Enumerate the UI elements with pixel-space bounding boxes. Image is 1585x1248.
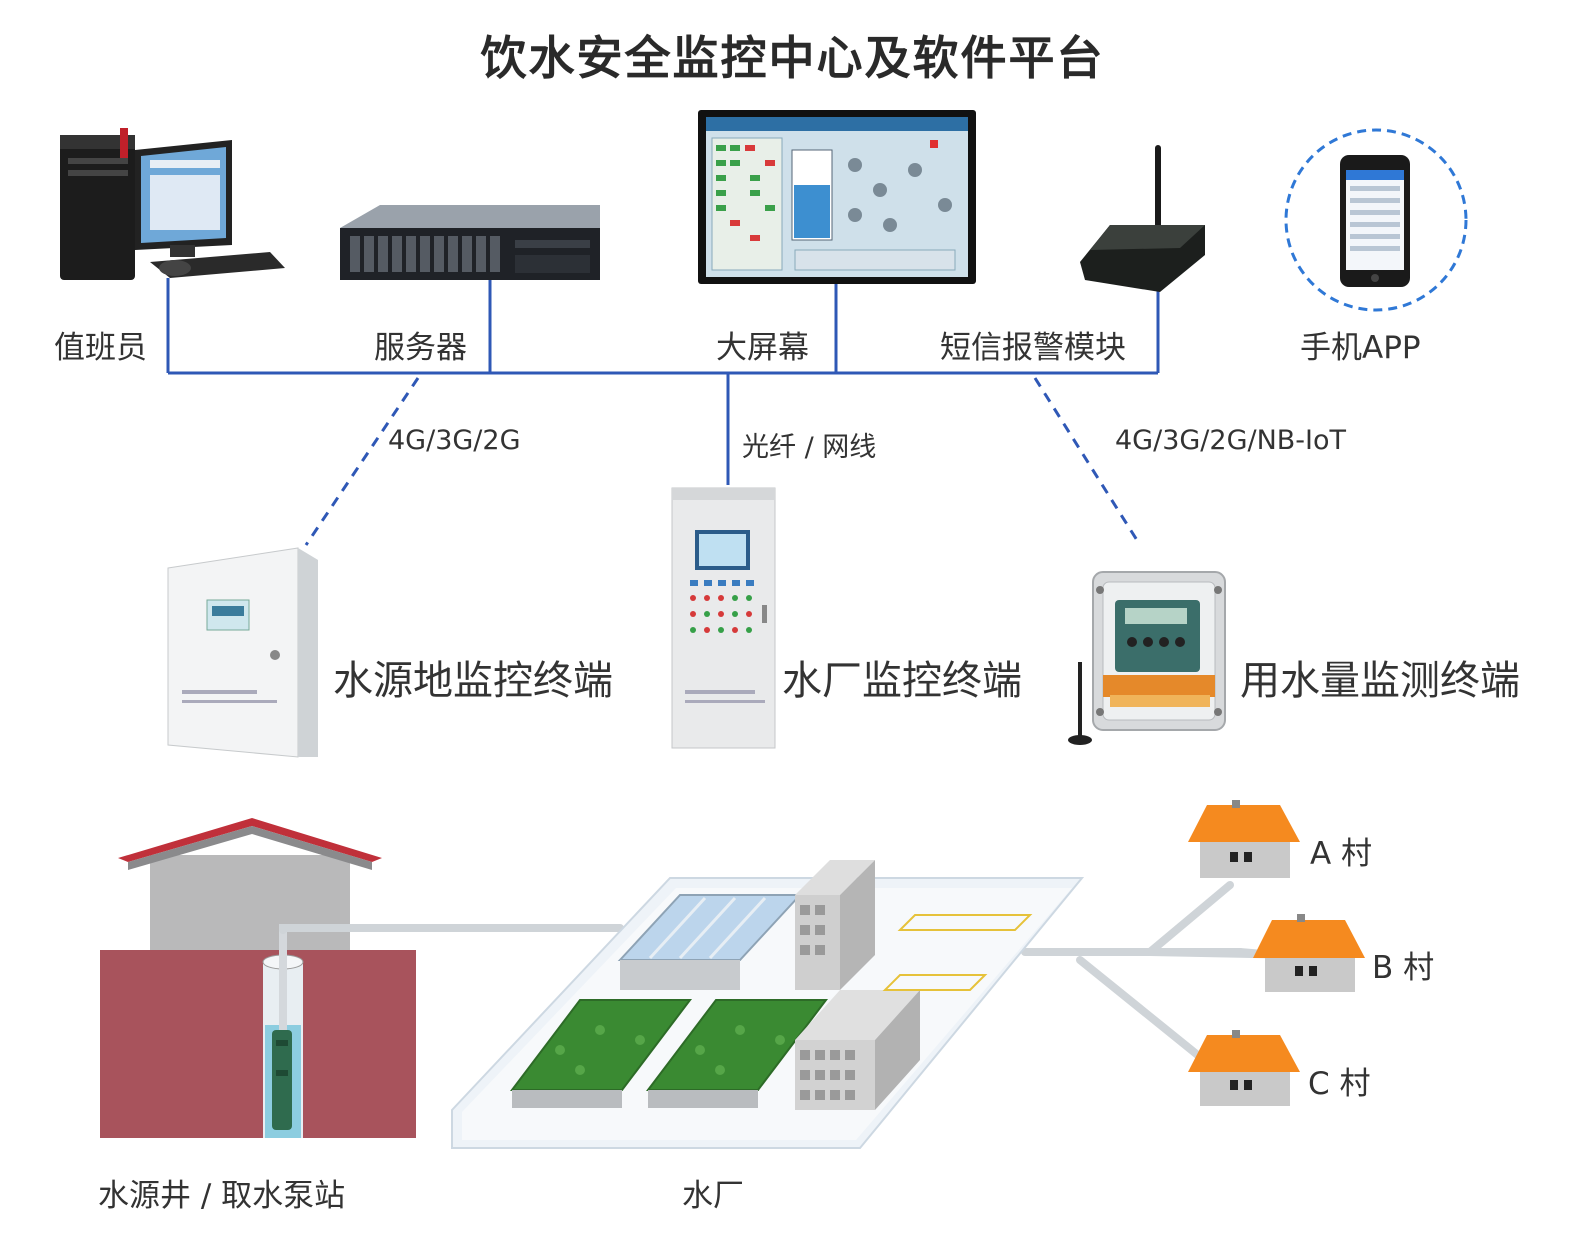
mobile-app-label: 手机APP bbox=[1300, 330, 1421, 366]
link-left-label: 4G/3G/2G bbox=[388, 425, 521, 456]
network-bus bbox=[166, 278, 1160, 485]
water-plant-icon bbox=[451, 860, 1085, 1149]
link-middle-label: 光纤 / 网线 bbox=[742, 432, 877, 463]
plant-terminal-label: 水厂监控终端 bbox=[782, 658, 1022, 704]
sms-router-icon bbox=[1080, 145, 1205, 292]
link-right-label: 4G/3G/2G/NB-IoT bbox=[1115, 425, 1347, 456]
well-label: 水源井 / 取水泵站 bbox=[98, 1178, 346, 1214]
mobile-app-icon bbox=[1284, 128, 1468, 312]
village-c-house-icon bbox=[1188, 1030, 1300, 1106]
village-a-label: A 村 bbox=[1310, 836, 1373, 872]
page-title: 饮水安全监控中心及软件平台 bbox=[480, 31, 1105, 85]
server-icon bbox=[340, 205, 600, 280]
village-b-label: B 村 bbox=[1372, 950, 1435, 986]
village-c-label: C 村 bbox=[1308, 1066, 1371, 1102]
sms-module-label: 短信报警模块 bbox=[940, 330, 1126, 366]
wireless-links bbox=[304, 377, 1142, 546]
village-a-house-icon bbox=[1188, 800, 1300, 878]
source-terminal-icon bbox=[167, 547, 318, 758]
big-screen-label: 大屏幕 bbox=[716, 330, 809, 366]
village-b-house-icon bbox=[1253, 914, 1365, 992]
plant-label: 水厂 bbox=[682, 1178, 744, 1214]
operator-label: 值班员 bbox=[54, 330, 147, 366]
plant-terminal-icon bbox=[671, 487, 776, 749]
big-screen-icon bbox=[698, 110, 976, 284]
server-label: 服务器 bbox=[374, 330, 467, 366]
usage-terminal-label: 用水量监测终端 bbox=[1240, 658, 1520, 704]
well-pump-station-icon bbox=[100, 818, 416, 1138]
usage-terminal-icon bbox=[1068, 571, 1226, 745]
source-terminal-label: 水源地监控终端 bbox=[333, 658, 613, 704]
operator-pc-icon bbox=[60, 128, 285, 280]
